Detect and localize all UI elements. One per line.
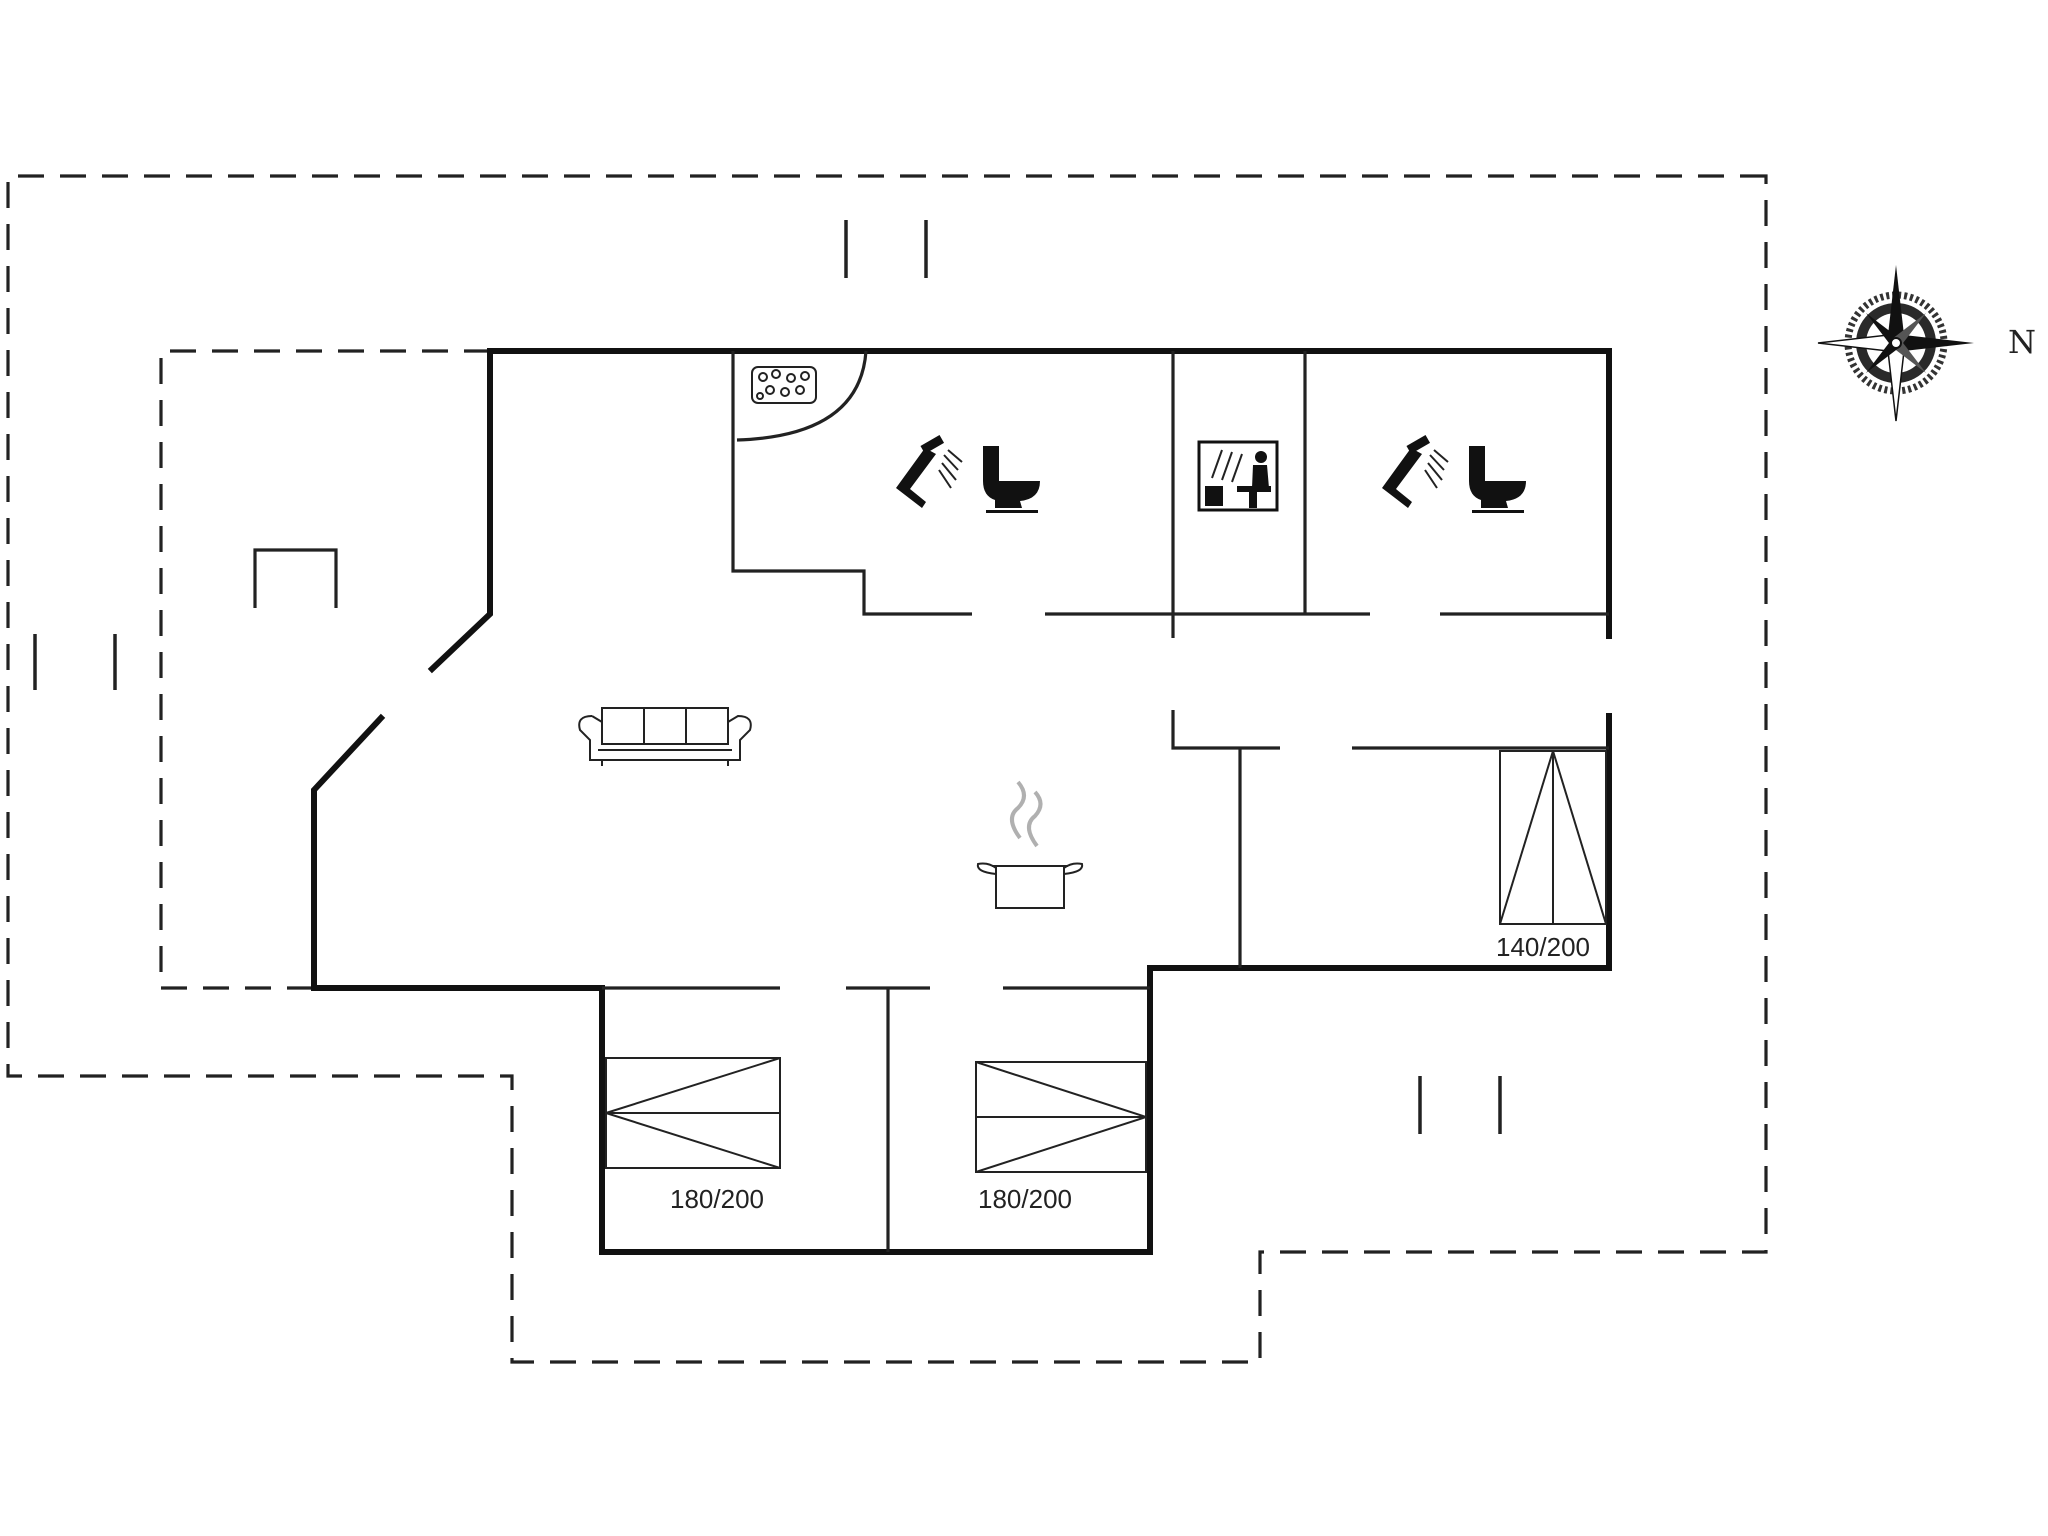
interior-walls [602,351,1609,1252]
bed-size-label: 180/200 [670,1184,764,1214]
sofa-icon [578,707,752,766]
terrace-markers [33,220,1502,1134]
bed-size-label: 140/200 [1496,932,1590,962]
toilet-icon [983,446,1040,513]
hot-tub-icon [736,350,868,442]
toilet-icon [1469,446,1526,513]
bed-1: 180/200 [605,1057,781,1214]
bed-3: 140/200 [1496,750,1607,962]
sauna-icon [1197,440,1279,512]
terrace-outline [6,174,1768,1364]
bed-size-label: 180/200 [978,1184,1072,1214]
cooking-pot-icon [976,780,1084,909]
north-label: N [2008,323,2036,361]
shower-icon [896,435,963,508]
bed-2: 180/200 [975,1061,1147,1214]
compass-rose-icon: N [1817,265,2036,422]
shower-icon [1382,435,1449,508]
exterior-walls [311,348,1612,1255]
